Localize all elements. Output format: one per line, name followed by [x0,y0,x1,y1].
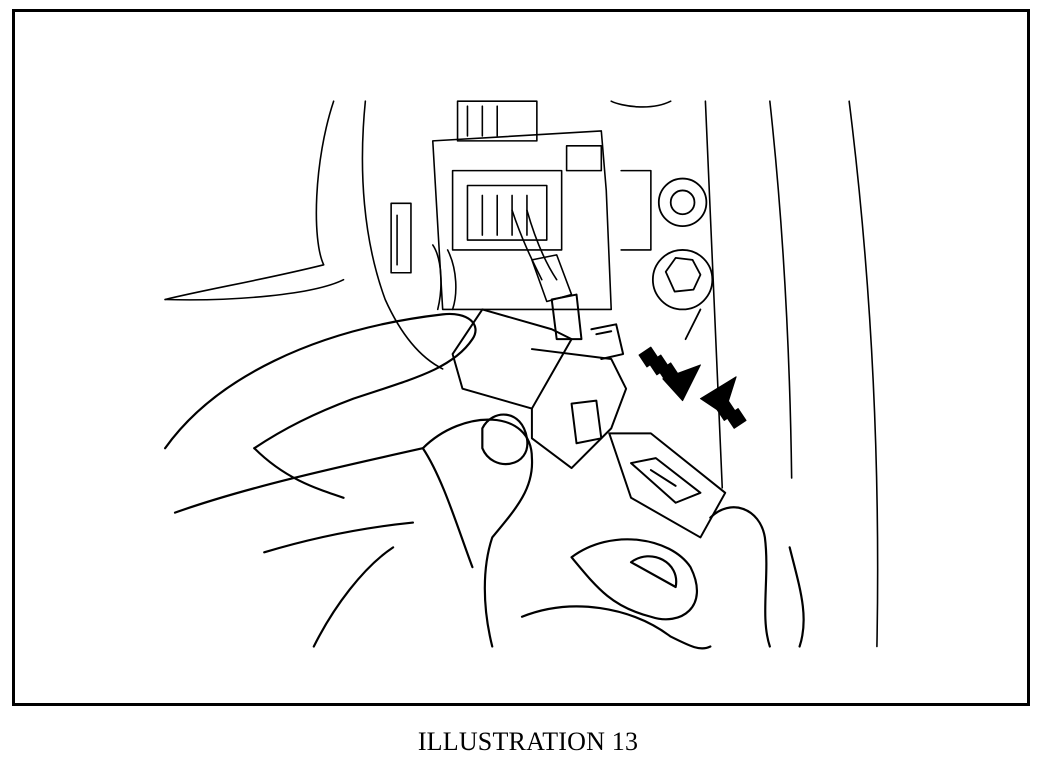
illustration-caption: ILLUSTRATION 13 [417,727,639,756]
bolt-icon [651,177,714,341]
dashboard-panel-lines [164,100,879,648]
wiring-harness-icon [390,100,652,311]
illustration-frame [12,9,1030,706]
hands-icon [163,312,805,650]
line-drawing [163,100,879,650]
double-arrow-icon [638,346,747,429]
